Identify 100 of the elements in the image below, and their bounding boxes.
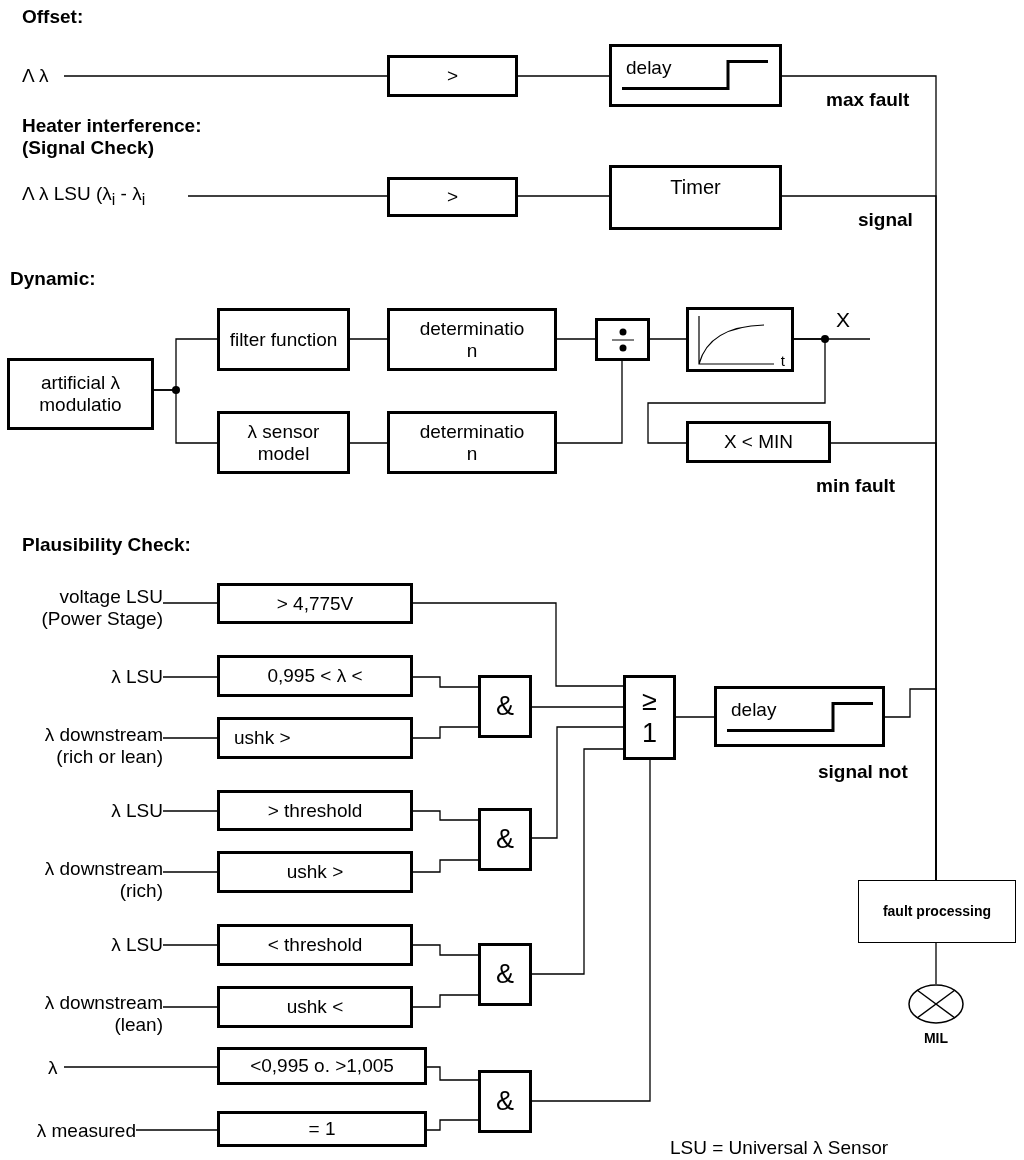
signal-label: λ downstream (rich or lean) (5, 722, 163, 770)
connector-line (426, 1066, 479, 1081)
connector-line (531, 759, 651, 1102)
or-gate (623, 675, 676, 760)
connector-line (349, 338, 388, 340)
box-text: ushk > (234, 727, 291, 749)
lamp-label: MIL (923, 1030, 949, 1046)
signal-label: voltage LSU (Power Stage) (10, 585, 163, 631)
connector-line (412, 859, 479, 873)
process-box (387, 308, 557, 371)
process-box (217, 583, 413, 624)
connector-line (517, 75, 610, 77)
connector-line (162, 944, 218, 946)
box-text: > threshold (267, 799, 363, 822)
connector-line (531, 748, 624, 975)
process-box (217, 411, 350, 474)
box-text: filter function (229, 328, 338, 351)
connector-line (426, 1119, 479, 1131)
connector-line (63, 1066, 218, 1068)
signal-label: Λ λ (22, 64, 64, 88)
divider-block (595, 318, 650, 361)
box-text: determinatio n (418, 317, 526, 362)
and-gate (478, 1070, 532, 1133)
signal-label: min fault (816, 475, 896, 497)
gate-symbol: & (496, 958, 514, 990)
process-box (387, 411, 557, 474)
connector-line (649, 338, 687, 340)
connector-line (349, 442, 388, 444)
connector-line (556, 360, 623, 444)
box-text: > (446, 186, 459, 208)
section-heading: Dynamic: (10, 268, 96, 290)
gate-symbol: & (496, 690, 514, 722)
process-box (217, 986, 413, 1028)
process-box (217, 717, 413, 759)
signal-label: signal not (818, 761, 908, 783)
delay-block (609, 44, 782, 107)
and-gate (478, 675, 532, 738)
section-heading: Offset: (22, 6, 84, 28)
connector-line (162, 810, 218, 812)
connector-line (517, 195, 610, 197)
filter-curve-block (686, 307, 794, 372)
box-text: > 4,775V (276, 592, 354, 615)
signal-label: X (836, 308, 850, 333)
connector-line (531, 726, 624, 839)
box-text: artificial λ modulatio (38, 372, 123, 416)
connector-line (884, 688, 937, 881)
box-text: λ sensor model (246, 420, 321, 465)
delay-text: delay (731, 699, 777, 721)
process-box (387, 55, 518, 97)
process-box (217, 308, 350, 371)
section-heading: Plausibility Check: (22, 534, 191, 556)
box-text: > (446, 65, 459, 87)
process-box (387, 177, 518, 217)
signal-label: signal (858, 209, 913, 231)
connector-line (412, 994, 479, 1008)
box-text: < threshold (267, 934, 363, 956)
warning-lamp-symbol (908, 984, 964, 1024)
connector-line (412, 944, 479, 956)
box-text: Timer (670, 176, 721, 199)
connector-line (162, 676, 218, 678)
connector-line (412, 810, 479, 821)
process-box (217, 851, 413, 893)
signal-label: Λ λ LSU (λ$_{i}$ - λ$_{i}$ (22, 184, 188, 208)
signal-label: λ LSU (60, 798, 163, 824)
connector-line (63, 75, 388, 77)
process-box (686, 421, 831, 463)
signal-label: λ LSU (60, 932, 163, 958)
gate-symbol: & (496, 823, 514, 855)
and-gate (478, 808, 532, 871)
connector-line (135, 1129, 218, 1131)
box-text: ushk > (286, 861, 344, 883)
connector-line (647, 338, 826, 444)
axis-label: t (780, 351, 785, 369)
signal-label: λ measured (5, 1118, 136, 1144)
connector-line (412, 602, 624, 687)
process-box (217, 790, 413, 831)
footnote: LSU = Universal λ Sensor (670, 1137, 889, 1159)
gate-symbol: & (496, 1085, 514, 1117)
delay-text: delay (626, 57, 672, 79)
connector-line (153, 389, 218, 444)
connector-line (675, 716, 715, 718)
process-box (609, 165, 782, 230)
connector-line (935, 942, 937, 985)
connector-line (412, 726, 479, 739)
box-text: <0,995 o. >1,005 (250, 1055, 394, 1077)
process-box (217, 655, 413, 697)
connector-line (556, 338, 596, 340)
connector-line (412, 676, 479, 688)
delay-block (714, 686, 885, 747)
box-text: 0,995 < λ < (267, 665, 363, 687)
box-text: determinatio n (418, 420, 526, 465)
connector-line (162, 1006, 218, 1008)
process-box (217, 1111, 427, 1147)
box-text: = 1 (308, 1118, 336, 1140)
signal-label: λ (48, 1055, 64, 1081)
connector-line (187, 195, 388, 197)
connector-line (531, 706, 624, 708)
box-text: X < MIN (723, 431, 794, 453)
box-text: ushk < (286, 996, 344, 1018)
process-box (7, 358, 154, 430)
